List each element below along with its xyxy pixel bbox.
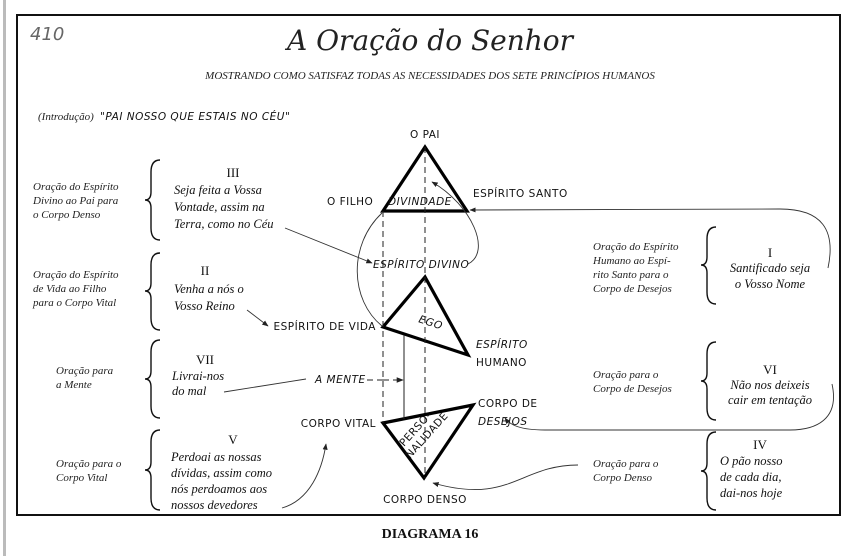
label-line: Oração para	[56, 365, 114, 377]
label-line: Divino ao Pai para	[32, 195, 119, 207]
subtitle: MOSTRANDO COMO SATISFAZ TODAS AS NECESSI…	[204, 70, 655, 82]
label-espirito-humano-1: ESPÍRITO	[476, 338, 528, 351]
label-o-filho: O FILHO	[327, 196, 373, 208]
label-line: de Vida ao Filho	[33, 283, 107, 295]
prayer-line: Santificado seja	[730, 261, 810, 275]
label-o-pai: O PAI	[410, 129, 440, 141]
numeral: VI	[763, 362, 777, 377]
label-line: a Mente	[56, 379, 92, 391]
label-line: rito Santo para o	[593, 269, 669, 281]
label-a-mente: A MENTE	[314, 374, 366, 386]
section-v: Oração para o Corpo Vital V Perdoai as n…	[56, 432, 272, 512]
label-divindade: DIVINDADE	[388, 196, 452, 208]
label-line: Corpo de Desejos	[593, 283, 672, 295]
personality-triangle	[380, 402, 477, 481]
label-line: Corpo Vital	[56, 472, 107, 484]
frame	[16, 14, 841, 516]
prayer-line: do mal	[172, 384, 207, 398]
label-line: Oração para o	[56, 458, 122, 470]
brace-ii	[144, 252, 161, 331]
section-i: Oração do Espírito Humano ao Espí- rito …	[592, 241, 810, 295]
prayer-line: dai-nos hoje	[720, 486, 783, 500]
label-ego: EGO	[417, 313, 444, 332]
label-line: Corpo Denso	[593, 472, 652, 484]
brace-vi	[700, 341, 717, 421]
prayer-line: O pão nosso	[720, 454, 783, 468]
brace-iii	[144, 159, 161, 241]
label-line: Oração para o	[593, 369, 659, 381]
connector-ii	[246, 309, 269, 327]
brace-iv	[700, 431, 717, 511]
label-corpo-denso: CORPO DENSO	[383, 494, 467, 506]
numeral: VII	[196, 352, 214, 367]
prayer-line: Venha a nós o	[174, 282, 244, 296]
label-line: para o Corpo Vital	[32, 297, 116, 309]
label-line: Oração do Espírito	[33, 269, 119, 281]
numeral: V	[228, 432, 238, 447]
prayer-line: Seja feita a Vossa	[174, 183, 262, 197]
label-corpo-vital: CORPO VITAL	[301, 418, 376, 430]
prayer-line: dívidas, assim como	[171, 466, 272, 480]
prayer-line: Não nos deixeis	[729, 378, 809, 392]
connector-left-arc	[356, 212, 383, 327]
intro-label: (Introdução)	[38, 111, 94, 123]
prayer-line: cair em tentação	[728, 393, 812, 407]
prayer-line: Vosso Reino	[174, 299, 235, 313]
label-line: Oração para o	[593, 458, 659, 470]
section-vii: Oração para a Mente VII Livrai-nos do ma…	[56, 352, 224, 398]
numeral: IV	[753, 437, 767, 452]
label-espirito-humano-2: HUMANO	[476, 357, 527, 369]
page-edge	[3, 0, 6, 556]
prayer-line: nossos devedores	[171, 498, 258, 512]
diagram-caption: DIAGRAMA 16	[382, 527, 479, 542]
connector-vi	[504, 383, 834, 431]
label-line: Oração do Espírito	[593, 241, 679, 253]
connector-vii	[223, 378, 307, 393]
prayer-line: Vontade, assim na	[174, 200, 265, 214]
label-espirito-santo: ESPÍRITO SANTO	[473, 187, 568, 200]
prayer-line: o Vosso Nome	[735, 277, 806, 291]
connector-v	[281, 443, 328, 509]
page-number: 410	[30, 24, 64, 45]
section-vi: Oração para o Corpo de Desejos VI Não no…	[593, 362, 812, 407]
label-line: Corpo de Desejos	[593, 383, 672, 395]
prayer-line: Livrai-nos	[171, 369, 224, 383]
section-ii: Oração do Espírito de Vida ao Filho para…	[32, 263, 244, 313]
label-line: Oração do Espírito	[33, 181, 119, 193]
connector-iii	[284, 227, 373, 264]
section-iv: Oração para o Corpo Denso IV O pão nosso…	[593, 437, 783, 500]
numeral: I	[768, 245, 772, 260]
section-iii: Oração do Espírito Divino ao Pai para o …	[32, 165, 274, 231]
numeral: III	[227, 165, 240, 180]
connector-i	[469, 207, 831, 269]
intro-text: "PAI NOSSO QUE ESTAIS NO CÉU"	[100, 110, 290, 123]
label-espirito-de-vida: ESPÍRITO DE VIDA	[273, 320, 376, 333]
label-corpo-de-desejos-2: DESEJOS	[478, 416, 528, 428]
brace-i	[700, 226, 717, 305]
brace-v	[144, 429, 161, 511]
prayer-line: nós perdoamos aos	[171, 482, 267, 496]
brace-vii	[144, 339, 161, 419]
label-espirito-divino: ESPÍRITO DIVINO	[373, 258, 469, 271]
numeral: II	[201, 263, 210, 278]
connector-divine-arc	[431, 181, 479, 265]
prayer-line: de cada dia,	[720, 470, 781, 484]
page-title: A Oração do Senhor	[284, 24, 575, 57]
prayer-line: Terra, como no Céu	[174, 217, 274, 231]
connector-iv	[432, 464, 579, 491]
label-line: Humano ao Espí-	[592, 255, 671, 267]
label-line: o Corpo Denso	[33, 209, 101, 221]
prayer-line: Perdoai as nossas	[170, 450, 262, 464]
label-corpo-de-desejos-1: CORPO DE	[478, 398, 538, 410]
